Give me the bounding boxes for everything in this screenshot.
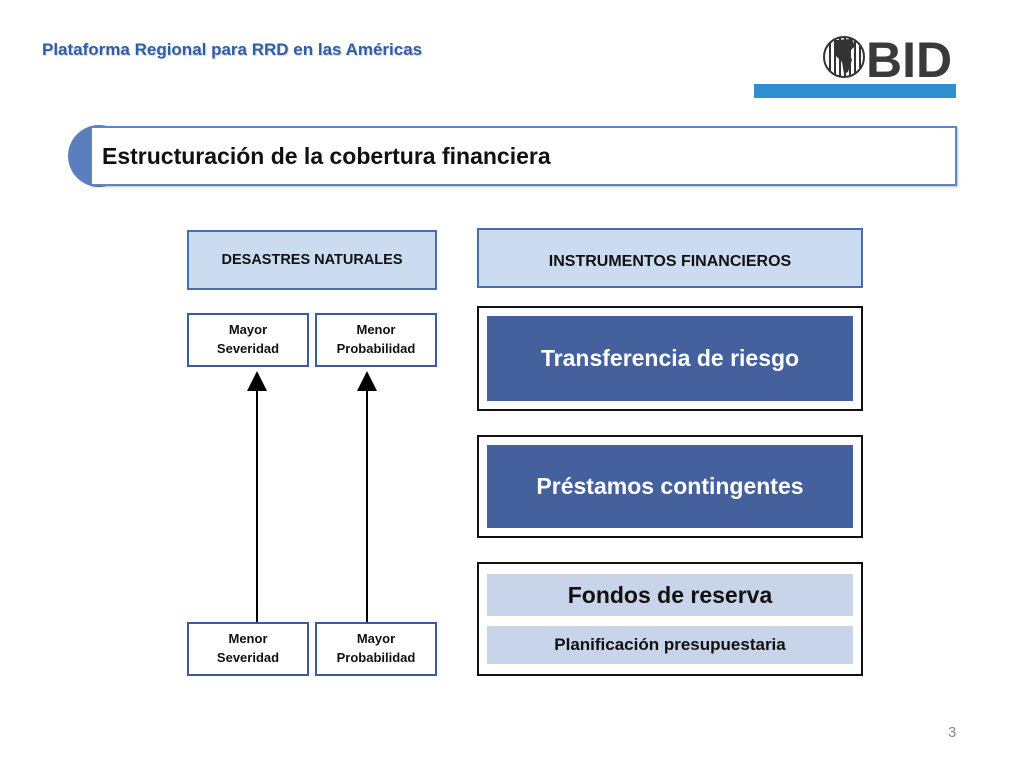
box-line: Probabilidad — [336, 650, 416, 665]
globe-icon — [823, 36, 865, 78]
natural-disasters-heading: DESASTRES NATURALES — [187, 230, 437, 290]
box-line: Mayor — [228, 322, 268, 338]
box-line: Severidad — [216, 650, 280, 665]
logo-text: BID — [866, 32, 952, 84]
box-line: Mayor — [356, 631, 396, 647]
box-line: Menor — [228, 631, 268, 647]
logo-accent-bar — [754, 84, 956, 98]
contingent-loans-frame: Préstamos contingentes — [477, 435, 863, 538]
financial-instruments-heading: INSTRUMENTOS FINANCIEROS — [477, 228, 863, 288]
risk-transfer-frame: Transferencia de riesgo — [477, 306, 863, 411]
budget-planning-label: Planificación presupuestaria — [554, 635, 786, 654]
box-line: Severidad — [216, 341, 280, 356]
bid-logo: BID — [823, 32, 952, 84]
reserve-funds-label: Fondos de reserva — [567, 581, 773, 608]
arrows-layer — [247, 371, 377, 622]
presentation-title: Plataforma Regional para RRD en las Amér… — [42, 40, 423, 59]
risk-transfer-label: Transferencia de riesgo — [540, 345, 800, 371]
contingent-loans-label: Préstamos contingentes — [536, 473, 804, 499]
reserve-funds-frame: Fondos de reserva Planificación presupue… — [477, 562, 863, 676]
natural-disasters-heading-text: DESASTRES NATURALES — [221, 252, 403, 268]
budget-planning-block: Planificación presupuestaria — [487, 626, 853, 664]
risk-transfer-block: Transferencia de riesgo — [487, 316, 853, 401]
section-title-banner: Estructuración de la cobertura financier… — [90, 126, 957, 186]
financial-instruments-heading-text: INSTRUMENTOS FINANCIEROS — [548, 253, 792, 270]
box-line: Probabilidad — [336, 341, 416, 356]
reserve-funds-block: Fondos de reserva — [487, 574, 853, 616]
contingent-loans-block: Préstamos contingentes — [487, 445, 853, 528]
section-title: Estructuración de la cobertura financier… — [102, 142, 551, 169]
box-line: Menor — [356, 322, 396, 338]
page-number: 3 — [948, 724, 957, 741]
